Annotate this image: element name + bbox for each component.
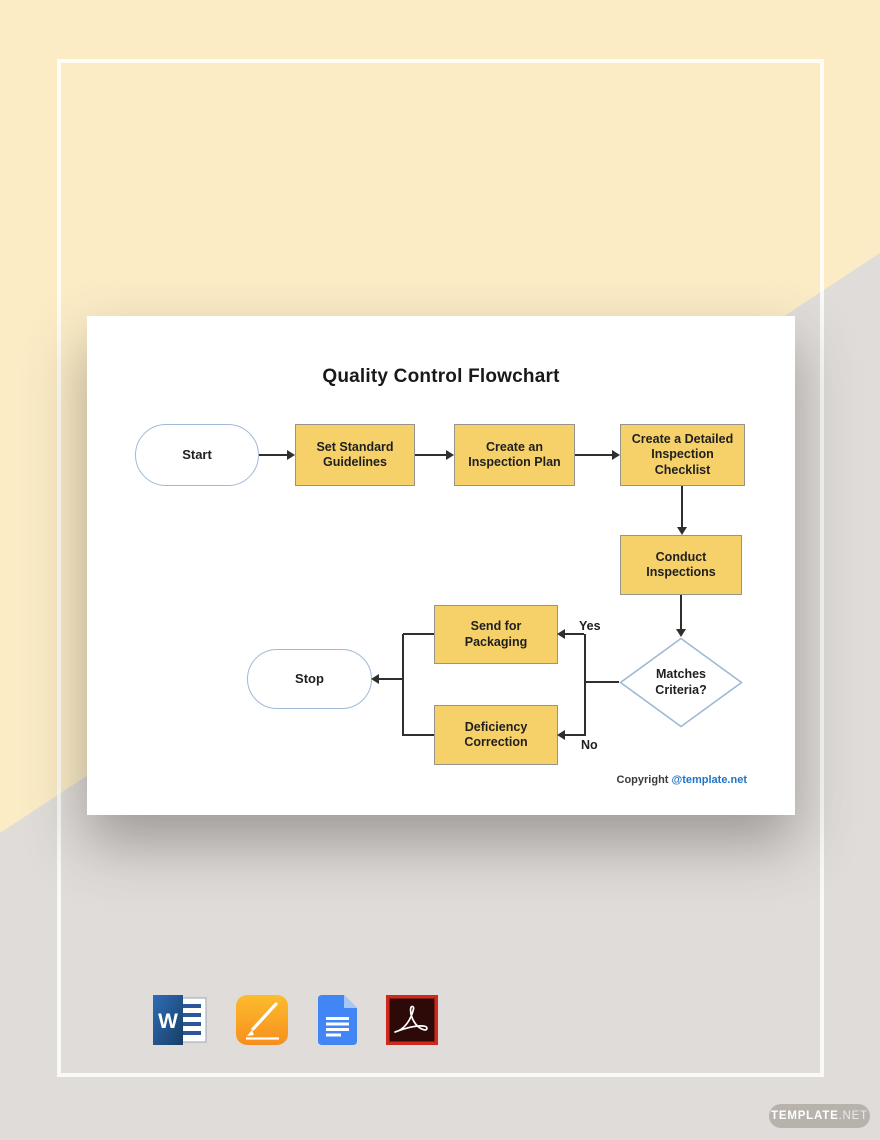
copyright: Copyright@template.net <box>617 774 747 786</box>
apple-pages-icon[interactable] <box>236 995 288 1050</box>
watermark-bold: TEMPLATE <box>771 1110 839 1122</box>
copyright-link[interactable]: @template.net <box>671 774 747 786</box>
apple-pages-glyph <box>236 995 288 1045</box>
watermark-light: .NET <box>838 1110 868 1122</box>
connector-correction-stub <box>403 734 434 736</box>
flow-node-label: Create an Inspection Plan <box>468 439 561 469</box>
connector-to-stop <box>371 674 403 684</box>
connector-packaging-stub <box>403 633 434 635</box>
flow-node-stop: Stop <box>247 649 372 709</box>
flow-node-deficiency-correction: Deficiency Correction <box>434 705 558 765</box>
connector-start-to-guidelines <box>259 450 295 460</box>
document-card: Quality Control Flowchart Start Set Stan… <box>87 316 795 815</box>
flow-node-label: Deficiency Correction <box>464 719 528 749</box>
flow-node-label: Matches Criteria? <box>655 666 707 697</box>
connector-yes-to-packaging <box>557 629 584 639</box>
flow-node-create-detailed-checklist: Create a Detailed Inspection Checklist <box>620 424 745 486</box>
svg-text:W: W <box>158 1010 178 1033</box>
connector-merge <box>402 634 404 736</box>
ms-word-icon[interactable]: W <box>153 995 207 1050</box>
adobe-acrobat-glyph <box>386 995 438 1045</box>
flow-node-label: Set Standard Guidelines <box>316 439 394 469</box>
copyright-text: Copyright <box>616 774 669 786</box>
edge-label-yes: Yes <box>579 619 601 633</box>
google-docs-glyph <box>318 995 357 1045</box>
page-title: Quality Control Flowchart <box>322 366 560 387</box>
template-net-watermark[interactable]: TEMPLATE.NET <box>769 1104 870 1128</box>
flow-node-label: Start <box>182 447 212 463</box>
flow-node-label: Send for Packaging <box>464 619 528 649</box>
connector-checklist-to-inspections <box>677 486 687 535</box>
flow-node-label: Create a Detailed Inspection Checklist <box>631 432 734 477</box>
ms-word-glyph: W <box>153 995 207 1045</box>
flow-node-send-for-packaging: Send for Packaging <box>434 605 558 664</box>
connector-guidelines-to-plan <box>415 450 454 460</box>
decision-diamond-shape <box>619 637 743 728</box>
connector-plan-to-checklist <box>575 450 620 460</box>
flow-node-label: Stop <box>295 671 324 687</box>
connector-no-to-correction <box>557 730 584 740</box>
connector-decision-branch <box>584 634 586 736</box>
flow-node-matches-criteria: Matches Criteria? <box>619 637 743 728</box>
flow-node-create-inspection-plan: Create an Inspection Plan <box>454 424 575 486</box>
decorative-frame <box>57 59 824 1077</box>
flow-node-conduct-inspections: Conduct Inspections <box>620 535 742 595</box>
flow-node-set-standard-guidelines: Set Standard Guidelines <box>295 424 415 486</box>
google-docs-icon[interactable] <box>318 995 357 1050</box>
connector-inspections-to-decision <box>676 595 686 637</box>
edge-label-no: No <box>581 738 598 752</box>
flow-node-start: Start <box>135 424 259 486</box>
flow-node-label: Conduct Inspections <box>646 549 716 579</box>
connector-decision-stub <box>585 681 619 683</box>
adobe-acrobat-icon[interactable] <box>386 995 438 1050</box>
